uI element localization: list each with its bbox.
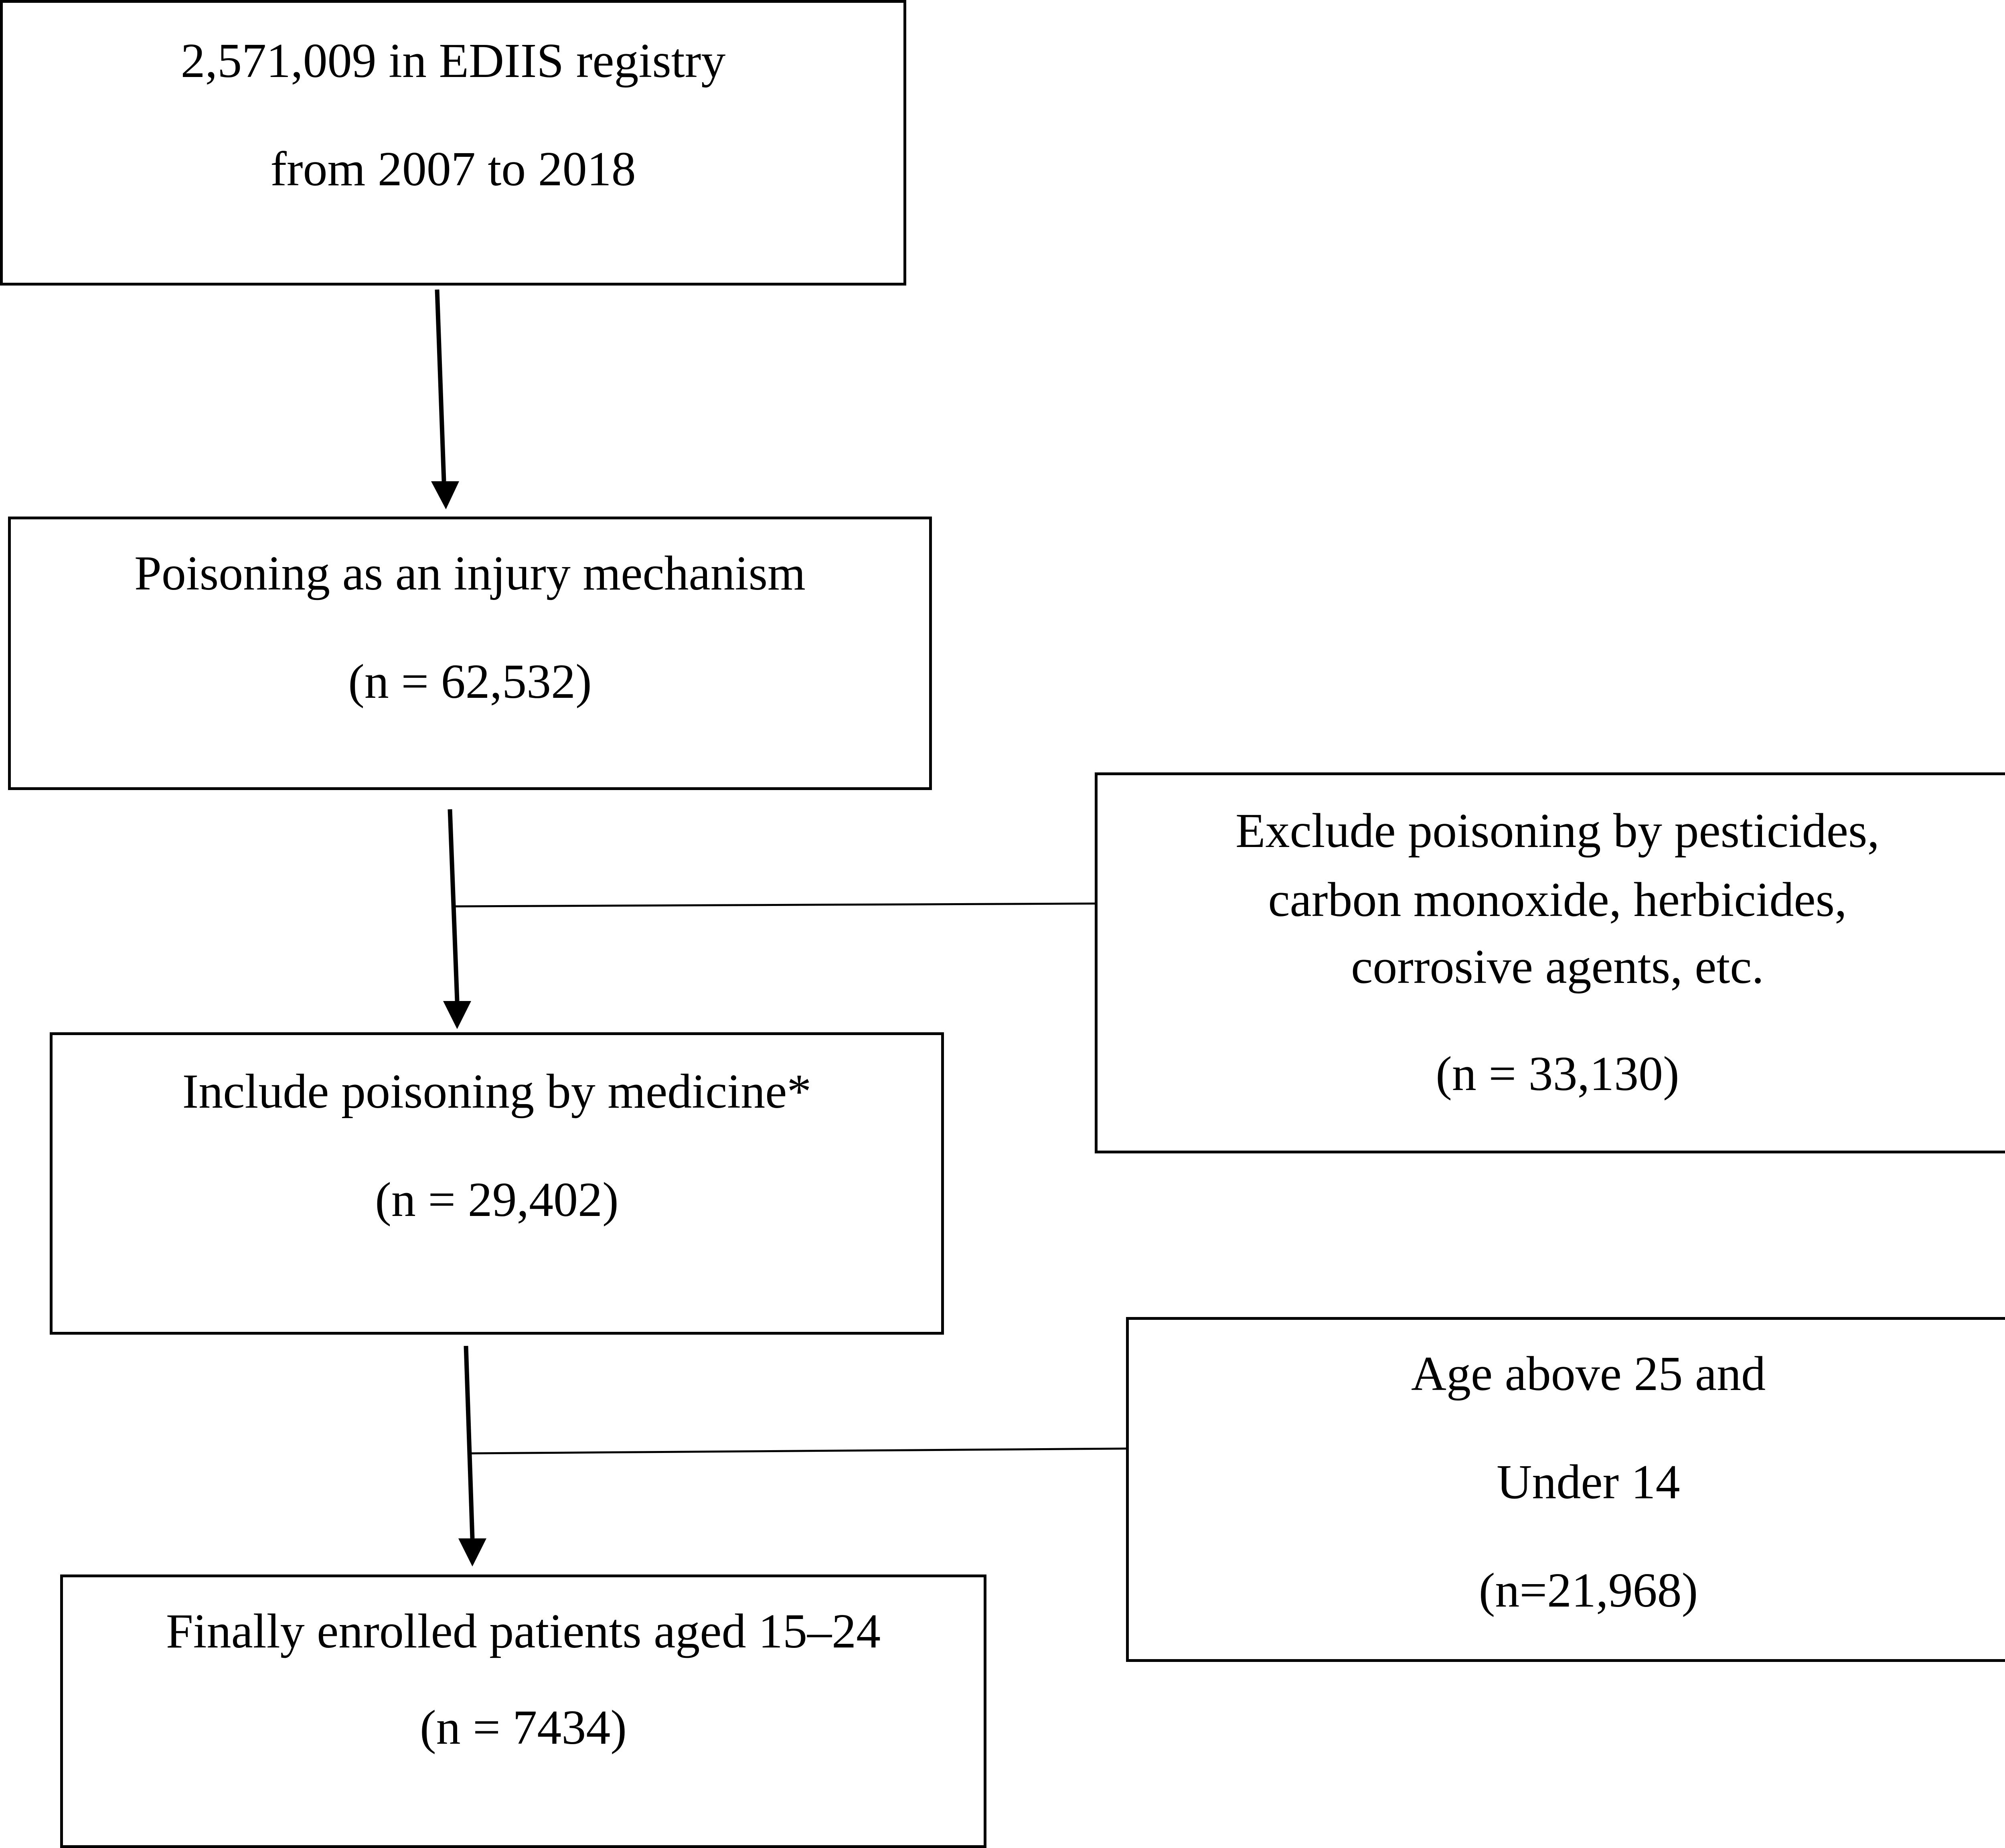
branch-age-line — [469, 1447, 1126, 1455]
arrow-poisoning-to-medicine-head — [443, 1001, 471, 1029]
poisoning-line-2: (n = 62,532) — [348, 654, 592, 709]
medicine-line-1: Include poisoning by medicine* — [182, 1064, 812, 1119]
exclude-line-3: corrosive agents, etc. — [1351, 940, 1764, 994]
enrolled-box: Finally enrolled patients aged 15–24 (n … — [60, 1574, 986, 1848]
registry-box: 2,571,009 in EDIIS registry from 2007 to… — [0, 0, 906, 286]
medicine-box: Include poisoning by medicine* (n = 29,4… — [50, 1032, 944, 1335]
poisoning-line-1: Poisoning as an injury mechanism — [134, 546, 806, 600]
exclude-box: Exclude poisoning by pesticides, carbon … — [1095, 772, 2005, 1153]
arrow-medicine-to-enrolled-head — [458, 1538, 486, 1566]
enrolled-line-2: (n = 7434) — [419, 1700, 627, 1755]
medicine-line-2: (n = 29,402) — [375, 1173, 619, 1227]
age-line-2: Under 14 — [1497, 1455, 1680, 1509]
arrow-registry-to-poisoning-head — [431, 481, 459, 509]
branch-exclude-line — [453, 902, 1095, 908]
age-line-1: Age above 25 and — [1411, 1347, 1766, 1401]
exclude-line-2: carbon monoxide, herbicides, — [1268, 873, 1847, 927]
exclude-line-1: Exclude poisoning by pesticides, — [1235, 804, 1880, 858]
arrow-poisoning-to-medicine-shaft — [448, 809, 460, 1001]
age-box: Age above 25 and Under 14 (n=21,968) — [1126, 1317, 2005, 1662]
arrow-registry-to-poisoning-shaft — [435, 289, 446, 482]
registry-line-1: 2,571,009 in EDIIS registry — [180, 34, 726, 88]
age-line-3: (n=21,968) — [1478, 1563, 1698, 1617]
poisoning-box: Poisoning as an injury mechanism (n = 62… — [8, 517, 932, 790]
exclude-line-4: (n = 33,130) — [1436, 1047, 1679, 1101]
enrolled-line-1: Finally enrolled patients aged 15–24 — [166, 1604, 881, 1658]
registry-line-2: from 2007 to 2018 — [270, 142, 636, 196]
arrow-medicine-to-enrolled-shaft — [464, 1345, 475, 1539]
